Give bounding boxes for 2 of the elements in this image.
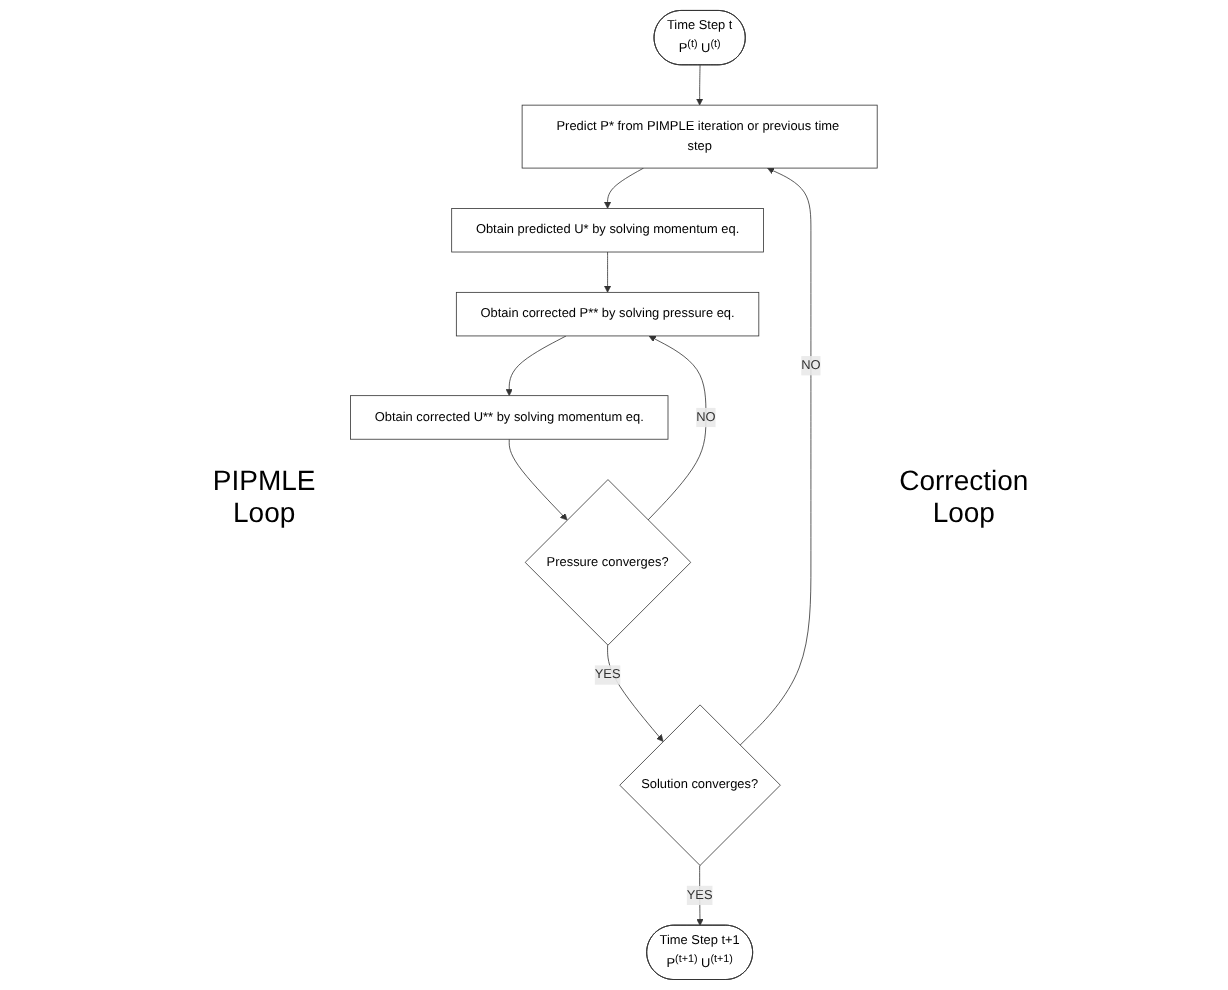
loop-note: PIPMLE Loop — [210, 463, 318, 527]
loop-note: Correction Loop — [897, 463, 1031, 527]
